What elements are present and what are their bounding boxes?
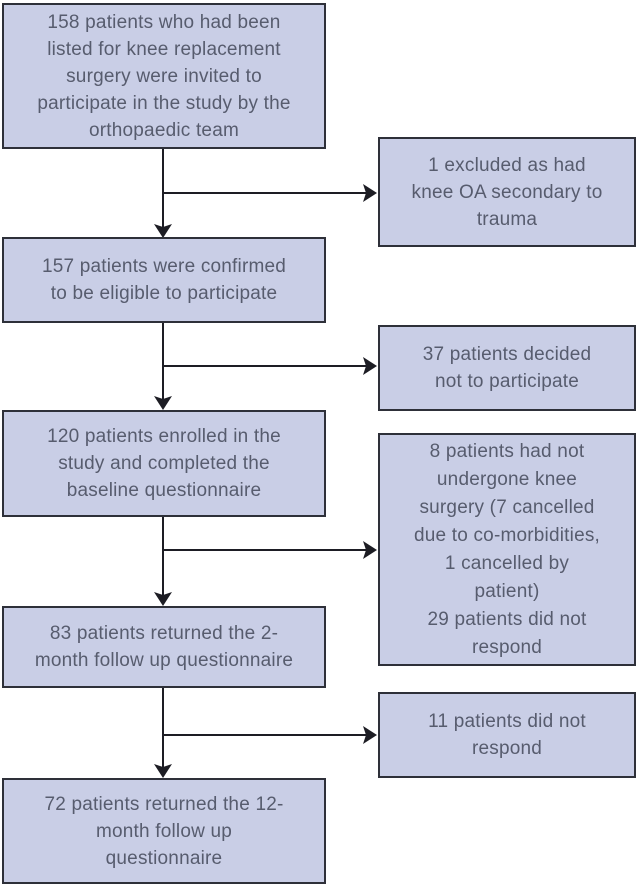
side-box-noresponse-12month-text: 11 patients did not respond [428,711,586,759]
arrow-eligible-to-enrolled [154,323,172,410]
flow-box-12month-followup: 72 patients returned the 12- month follo… [2,778,326,884]
flow-box-eligible: 157 patients were confirmed to be eligib… [2,237,326,323]
flow-box-eligible-text: 157 patients were confirmed to be eligib… [41,256,287,304]
flow-box-2month-followup: 83 patients returned the 2- month follow… [2,606,326,688]
flow-box-2month-followup-text: 83 patients returned the 2- month follow… [34,623,294,671]
flow-box-enrolled: 120 patients enrolled in the study and c… [2,410,326,517]
side-box-nosurgery-noresponse-text: 8 patients had not undergone knee surger… [413,440,601,658]
side-box-excluded-trauma: 1 excluded as had knee OA secondary to t… [378,137,636,247]
flow-box-invited: 158 patients who had been listed for kne… [2,3,326,149]
flow-box-12month-followup-text: 72 patients returned the 12- month follo… [44,793,284,869]
arrow-enrolled-to-2month [154,517,172,606]
arrow-invited-to-excluded [163,184,377,202]
side-box-excluded-trauma-text: 1 excluded as had knee OA secondary to t… [411,154,603,230]
arrow-2month-to-noresponse [163,726,377,744]
side-box-declined-text: 37 patients decided not to participate [422,344,592,392]
arrow-2month-to-12month [154,688,172,778]
arrow-invited-to-eligible [154,149,172,238]
side-box-nosurgery-noresponse: 8 patients had not undergone knee surger… [378,433,636,666]
side-box-noresponse-12month: 11 patients did not respond [378,692,636,778]
flow-box-enrolled-text: 120 patients enrolled in the study and c… [47,426,281,501]
arrow-enrolled-to-nosurgery [163,541,377,559]
arrow-eligible-to-declined [163,357,377,375]
side-box-declined: 37 patients decided not to participate [378,325,636,411]
flow-box-invited-text: 158 patients who had been listed for kne… [37,11,291,141]
